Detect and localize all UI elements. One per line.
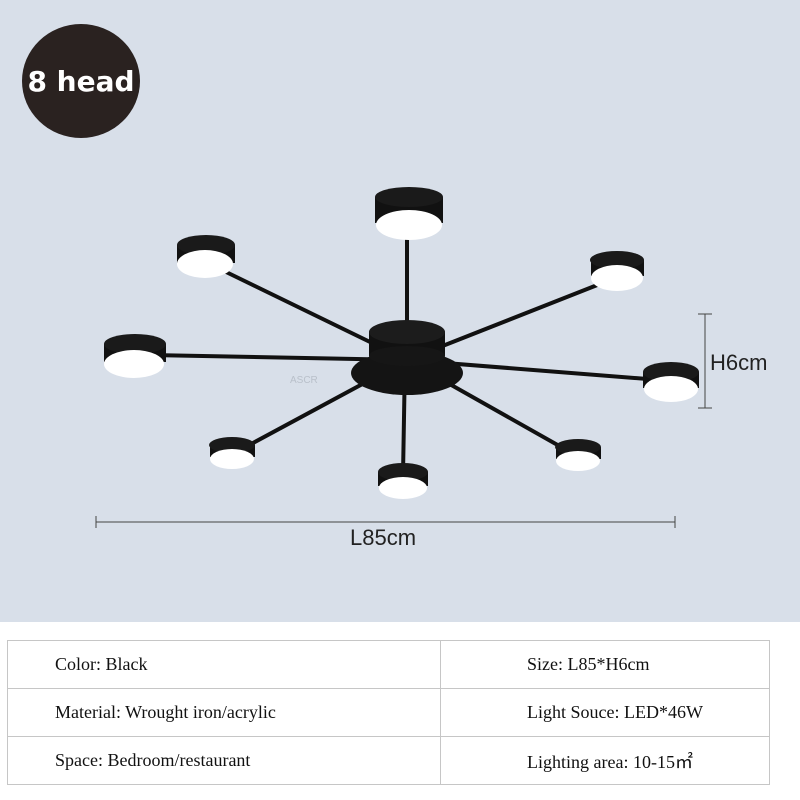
length-label: L85cm bbox=[350, 525, 417, 550]
spec-table: Color: Black Size: L85*H6cm Material: Wr… bbox=[7, 640, 770, 785]
product-photo: 8 head bbox=[0, 0, 800, 622]
light-head-left bbox=[104, 334, 166, 378]
spec-color: Color: Black bbox=[7, 640, 441, 689]
height-label: H6cm bbox=[710, 350, 768, 375]
spec-space: Space: Bedroom/restaurant bbox=[7, 736, 441, 785]
height-dimension-line bbox=[698, 313, 712, 409]
spec-lighting-area: Lighting area: 10-15㎡ bbox=[440, 736, 770, 785]
head-count-badge: 8 head bbox=[22, 24, 140, 138]
spec-light-source: Light Souce: LED*46W bbox=[440, 688, 770, 737]
light-head-lower-right bbox=[555, 439, 601, 471]
chandelier-illustration bbox=[95, 187, 712, 528]
length-dimension-line bbox=[95, 516, 676, 528]
watermark: ASCR bbox=[290, 375, 318, 386]
head-count-label: 8 head bbox=[27, 64, 135, 98]
spec-material: Material: Wrought iron/acrylic bbox=[7, 688, 441, 737]
light-head-right bbox=[643, 362, 699, 402]
light-head-upper-right bbox=[590, 251, 644, 291]
lamp-hub bbox=[351, 320, 463, 395]
spec-size: Size: L85*H6cm bbox=[440, 640, 770, 689]
table-row: Space: Bedroom/restaurant Lighting area:… bbox=[7, 736, 770, 785]
table-row: Color: Black Size: L85*H6cm bbox=[7, 640, 770, 689]
light-head-top bbox=[375, 187, 443, 240]
light-head-upper-left bbox=[177, 235, 235, 278]
light-head-lower-left bbox=[209, 437, 255, 469]
table-row: Material: Wrought iron/acrylic Light Sou… bbox=[7, 688, 770, 737]
light-head-bottom bbox=[378, 463, 428, 499]
